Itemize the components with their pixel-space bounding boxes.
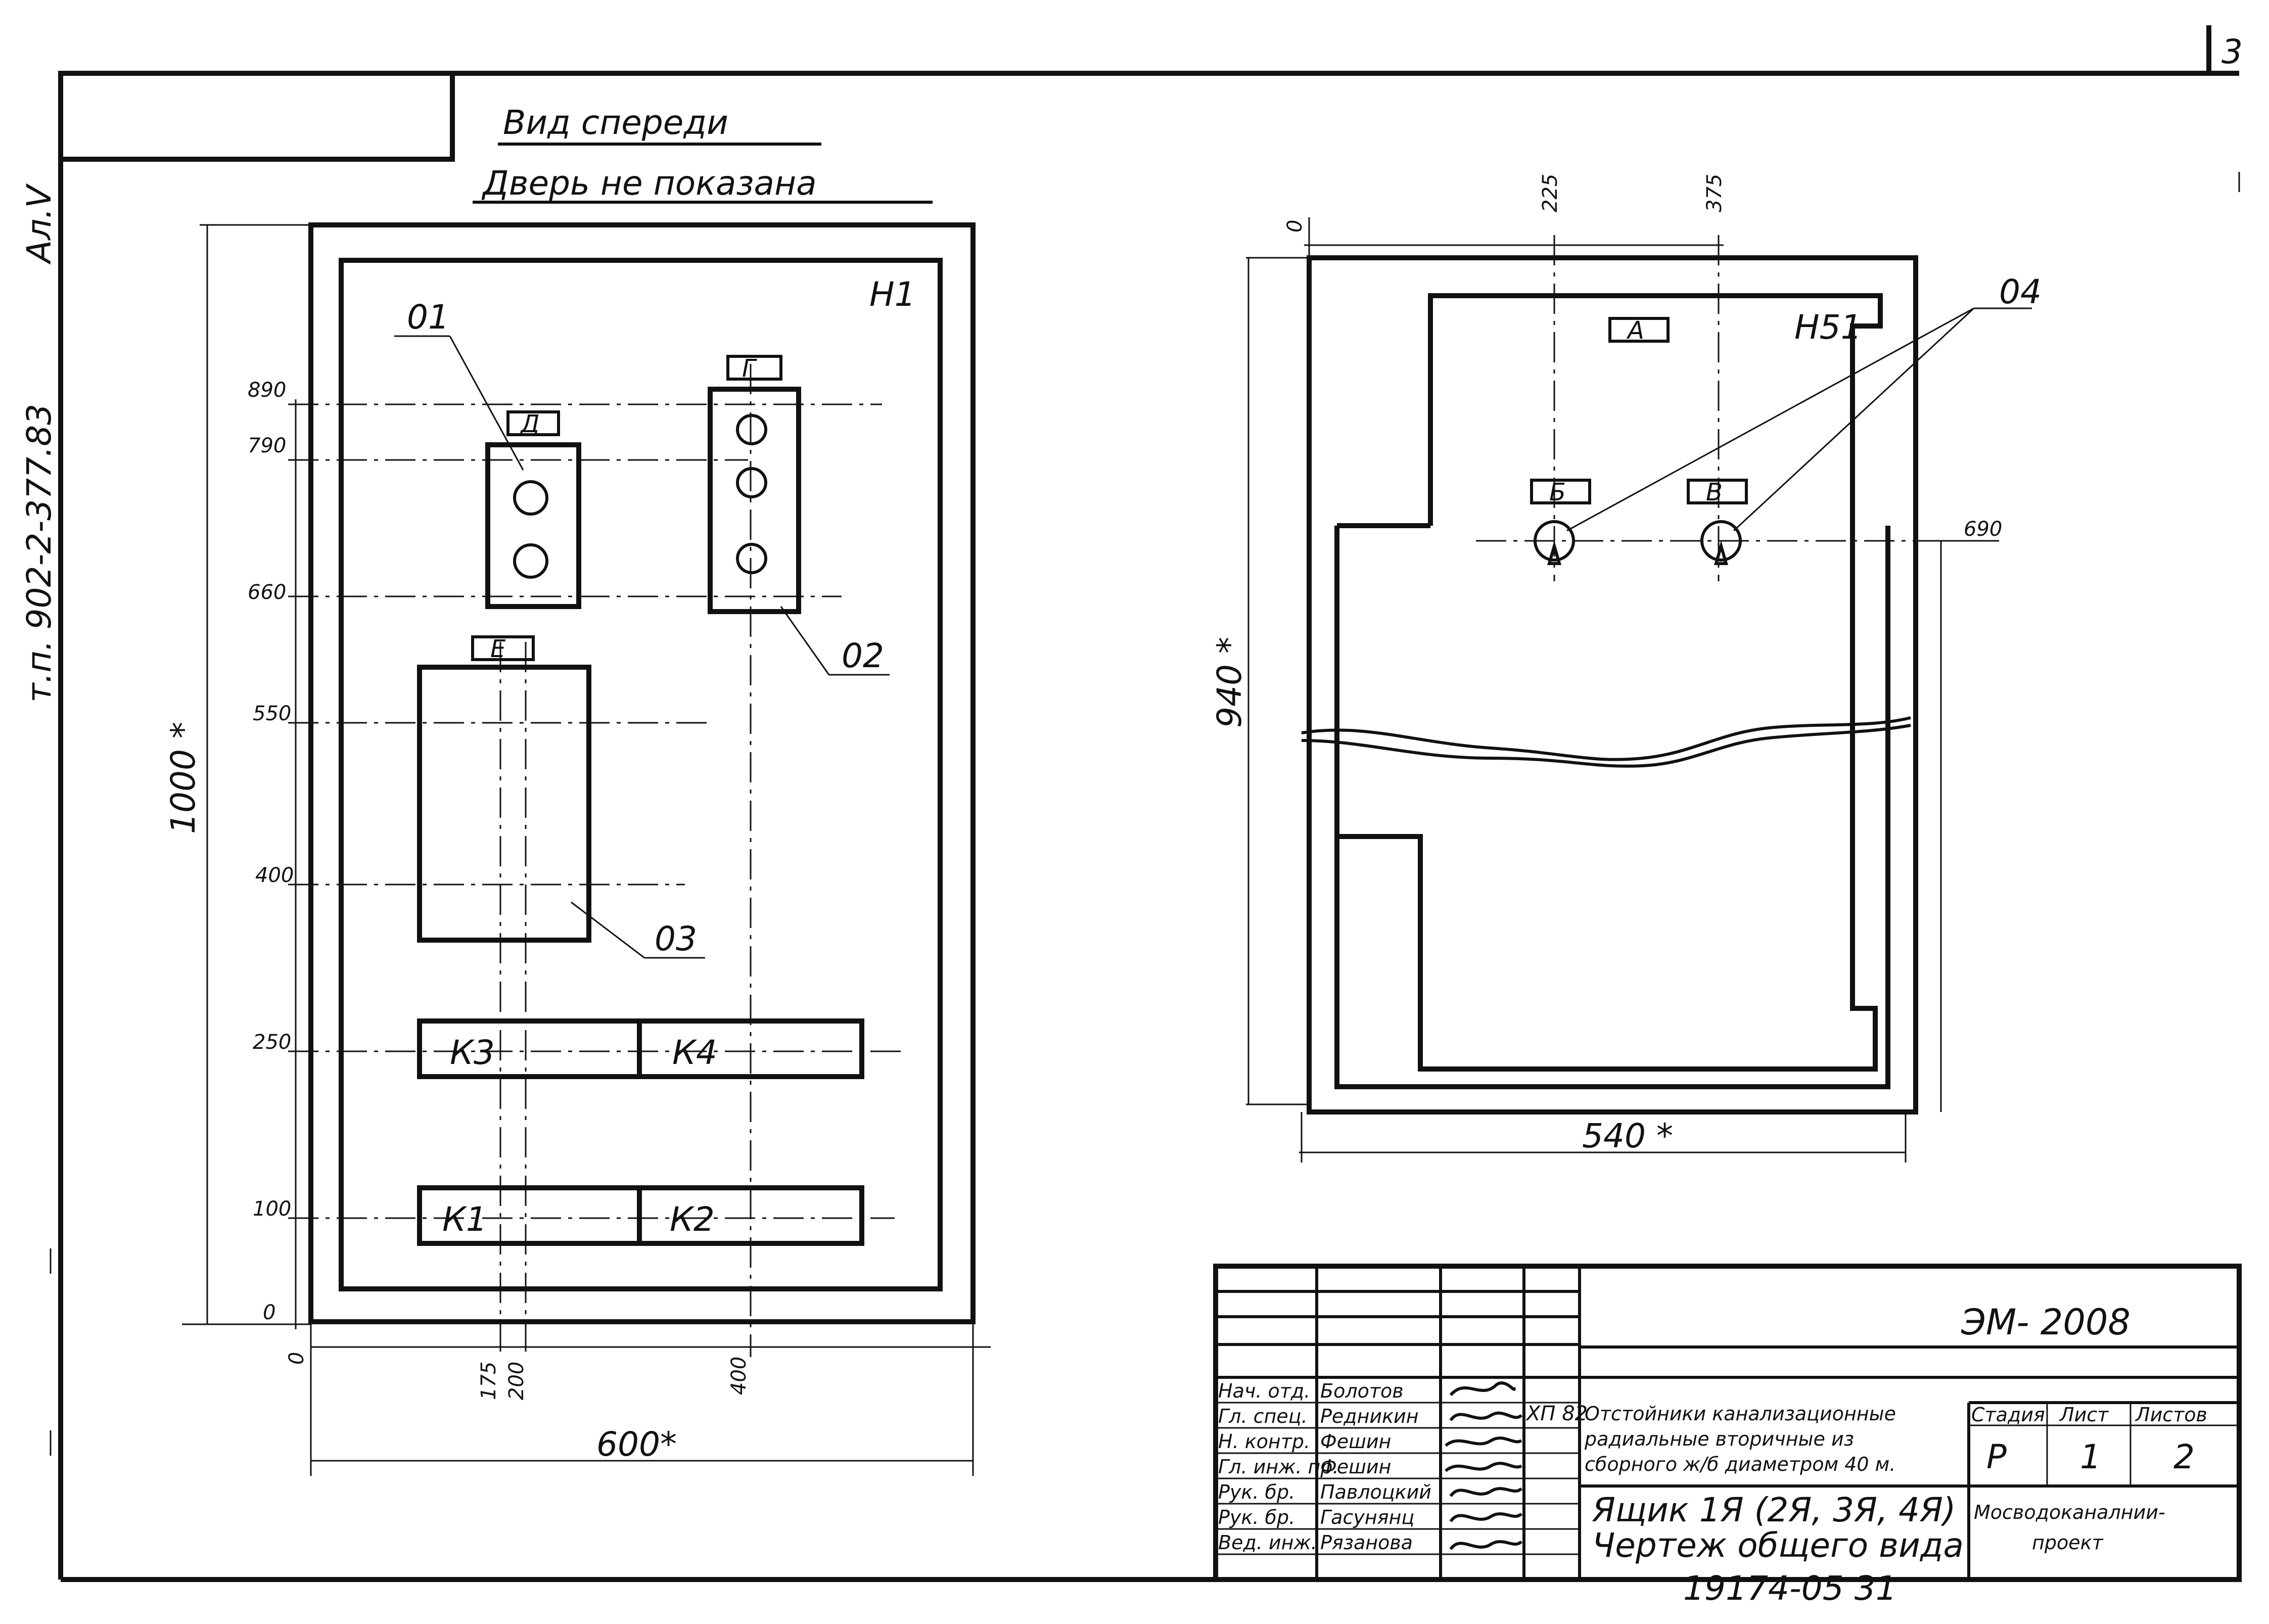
val-sheet: 1 — [2080, 1437, 2101, 1476]
level-660: 660 — [248, 581, 286, 604]
corner-stamp-box — [58, 71, 455, 162]
name-4: Павлоцкий — [1320, 1481, 1431, 1503]
device-label-g-box — [726, 355, 782, 381]
role-1: Гл. спец. — [1218, 1405, 1308, 1427]
terminal-k4: К4 — [672, 1033, 717, 1072]
side-dim-225: 225 — [1539, 174, 1562, 212]
terminal-k3: К3 — [450, 1033, 495, 1072]
description-line1: Отстойники канализационные — [1585, 1403, 1896, 1425]
level-100: 100 — [253, 1197, 291, 1221]
org-line2: проект — [2032, 1532, 2104, 1554]
level-550: 550 — [253, 702, 291, 725]
name-2: Фешин — [1320, 1430, 1391, 1453]
bottom-number: 19174-05 31 — [1683, 1569, 1897, 1608]
org-line1: Мосводоканалнии- — [1974, 1501, 2165, 1523]
front-view-subtitle: Дверь не показана — [481, 164, 817, 203]
level-250: 250 — [253, 1031, 291, 1054]
side-height-dim: 940 * — [1210, 637, 1249, 728]
x-dim-175: 175 — [477, 1362, 500, 1400]
role-2: Н. контр. — [1218, 1430, 1310, 1453]
val-stage: Р — [1986, 1437, 2007, 1476]
doc-code: ЭМ- 2008 — [1961, 1302, 2131, 1343]
side-label-a: А — [1626, 316, 1644, 345]
description-line3: сборного ж/б диаметром 40 м. — [1585, 1453, 1895, 1475]
val-sheets: 2 — [2173, 1437, 2195, 1476]
level-0: 0 — [263, 1301, 275, 1324]
col-stage: Стадия — [1971, 1404, 2045, 1426]
signatures — [1445, 1381, 1523, 1550]
callout-03: 03 — [655, 919, 697, 958]
panel-label-h51: Н51 — [1794, 308, 1862, 347]
sheet-title-line2: Чертеж общего вида — [1592, 1526, 1964, 1565]
role-6: Вед. инж. — [1218, 1532, 1317, 1554]
description-line2: радиальные вторичные из — [1584, 1428, 1854, 1450]
device-label-d: Д — [520, 410, 540, 438]
device-label-g: Г — [742, 354, 757, 383]
col-sheets: Листов — [2135, 1404, 2207, 1426]
side-label-b: Б — [1549, 478, 1566, 506]
front-width-dim: 600* — [596, 1425, 677, 1464]
name-1: Редникин — [1320, 1405, 1419, 1427]
device-03 — [417, 665, 591, 943]
device-label-d-box — [506, 410, 560, 436]
x-dim-200: 200 — [505, 1362, 528, 1400]
terminal-k2: К2 — [670, 1200, 715, 1239]
break-line-upper — [1301, 716, 1911, 761]
level-890: 890 — [248, 379, 286, 402]
front-view: Вид спереди Дверь не показана Н1 Д Г Е К… — [164, 103, 991, 1476]
role-5: Рук. бр. — [1218, 1506, 1295, 1528]
device-label-e: Е — [490, 635, 506, 663]
callout-02: 02 — [842, 636, 884, 675]
role-4: Рук. бр. — [1218, 1481, 1295, 1503]
side-dim-0: 0 — [1283, 220, 1307, 233]
side-label-v: В — [1706, 478, 1723, 506]
project-code: т.п. 902-2-377.83 — [20, 404, 59, 703]
cabinet-outer — [308, 222, 976, 1324]
callout-01: 01 — [407, 298, 449, 337]
x-dim-400: 400 — [727, 1357, 751, 1395]
name-6: Рязанова — [1320, 1532, 1413, 1554]
level-790: 790 — [248, 434, 286, 457]
side-view: Н51 А Б В 0 225 375 690 940 * 540 * — [1210, 174, 2042, 1163]
role-0: Нач. отд. — [1218, 1380, 1310, 1402]
device-label-e-box — [471, 635, 535, 661]
album-label: Ал.V — [20, 183, 59, 265]
sheet-frame: 3 — [50, 25, 2243, 1582]
name-0: Болотов — [1320, 1380, 1404, 1402]
name-3: Фешин — [1320, 1456, 1391, 1478]
front-height-dim: 1000 * — [164, 722, 203, 834]
role-3: Гл. инж. пр. — [1218, 1456, 1339, 1478]
side-width-dim: 540 * — [1582, 1117, 1673, 1155]
col-sheet: Лист — [2059, 1404, 2109, 1426]
date-mark: ХП 82 — [1525, 1402, 1588, 1425]
side-outer-frame — [1307, 255, 1918, 1115]
callout-04: 04 — [1999, 272, 2042, 311]
title-block: ЭМ- 2008 Нач. отд. Гл. спец. Н. контр. Г… — [1213, 1264, 2242, 1582]
device-02 — [708, 387, 801, 614]
page-number: 3 — [2221, 32, 2243, 71]
sheet-title-line1: Ящик 1Я (2Я, 3Я, 4Я) — [1592, 1491, 1956, 1529]
terminal-k1: К1 — [442, 1200, 487, 1239]
level-400: 400 — [255, 864, 294, 887]
cabinet-inner-panel — [339, 258, 943, 1291]
side-level-690: 690 — [1964, 518, 2002, 541]
name-5: Гасунянц — [1320, 1506, 1414, 1528]
front-view-title: Вид спереди — [503, 103, 728, 142]
side-dim-375: 375 — [1703, 174, 1726, 212]
x-dim-0: 0 — [285, 1352, 308, 1365]
device-01 — [485, 442, 581, 609]
panel-label-h1: Н1 — [869, 275, 916, 314]
